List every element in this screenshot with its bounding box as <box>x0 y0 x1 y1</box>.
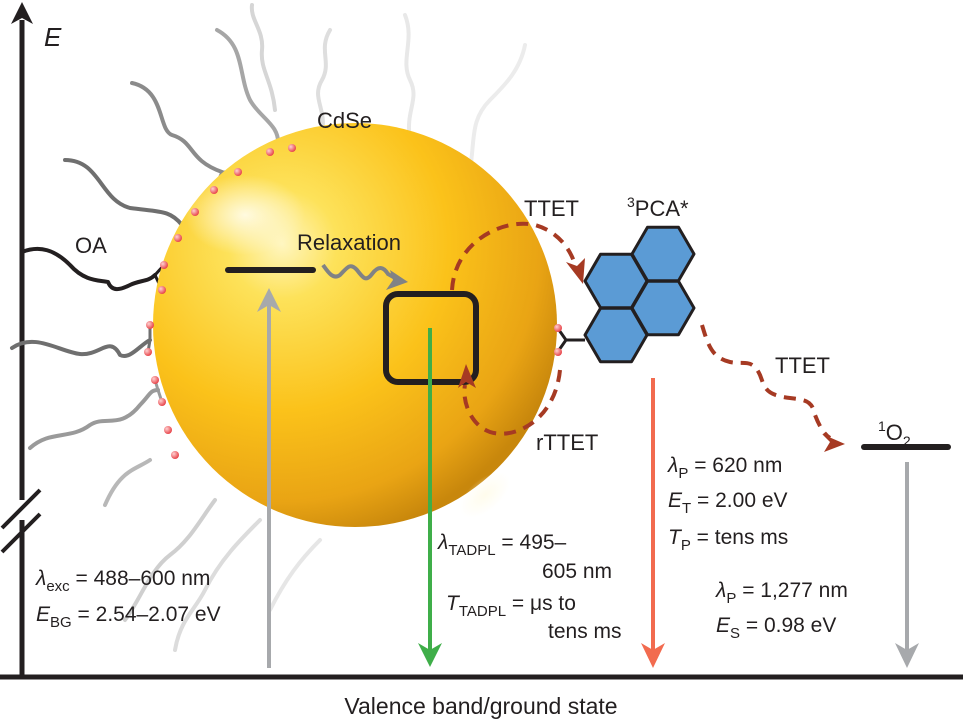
singlet-energy-label: ES = 0.98 eV <box>716 614 836 642</box>
ttet-forward-arrowhead <box>566 258 585 284</box>
ligand-oxygen-bead <box>171 451 179 459</box>
tadpl-wavelength-label: λTADPL = 495– <box>437 531 567 559</box>
ttet-forward-dashed-arrow <box>450 221 578 291</box>
oa-label: OA <box>75 233 107 258</box>
ttet-oxygen-label: TTET <box>775 353 830 378</box>
ttet-forward-label: TTET <box>524 196 579 221</box>
ligand-oxygen-bead <box>164 426 172 434</box>
excitation-arrowhead <box>257 288 281 312</box>
ligand-oxygen-bead <box>146 321 154 329</box>
ligand-oxygen-bead <box>158 286 166 294</box>
sphere-reflection <box>459 472 511 518</box>
sphere-highlight <box>185 175 305 255</box>
rttet-dashed-arrow <box>462 369 562 436</box>
ligand-chain-faded <box>123 498 217 622</box>
tadpl-arrowhead <box>418 643 442 667</box>
ligand-chain-faded <box>468 43 527 172</box>
ligand-oxygen-bead <box>174 234 182 242</box>
ligand-oxygen-bead <box>266 148 274 156</box>
tadpl-lifetime-label: TTADPL = μs to <box>446 592 576 620</box>
ground-state-label: Valence band/ground state <box>344 693 617 719</box>
ligand-oxygen-bead <box>158 398 166 406</box>
tadpl-wavelength-label-cont: 605 nm <box>542 560 612 583</box>
ligand-chain <box>215 28 281 147</box>
ligand-oxygen-bead <box>160 261 168 269</box>
ligand-chain-faded <box>173 518 262 652</box>
ttet-oxygen-arrowhead <box>822 434 845 452</box>
ligand-oxygen-beads <box>144 144 296 459</box>
rttet-arrowhead <box>458 364 476 388</box>
axis-break-mark <box>0 512 42 554</box>
pca-hexagon-ring <box>630 225 696 283</box>
phosphorescence-lifetime-label: TP = tens ms <box>668 526 788 554</box>
ligand-oxygen-bead <box>288 144 296 152</box>
ligand-chain <box>28 388 160 450</box>
energy-axis-arrowhead <box>11 2 33 24</box>
pca-hexagon-ring <box>583 306 649 364</box>
ligand-oxygen-bead <box>191 208 199 216</box>
phosphorescence-wavelength-label: λP = 620 nm <box>667 454 782 482</box>
ligand-oxygen-bead <box>234 168 242 176</box>
rttet-label: rTTET <box>536 430 598 455</box>
ligand-chain <box>10 338 152 358</box>
anchor-oxygen <box>554 348 562 356</box>
pca-anchor <box>557 329 585 351</box>
tadpl-lifetime-label-cont: tens ms <box>548 620 622 643</box>
ligand-chain <box>130 81 224 174</box>
excitation-wavelength-label: λexc = 488–600 nm <box>35 567 210 595</box>
relaxation-label: Relaxation <box>297 230 401 255</box>
relaxation-arrowhead <box>386 270 408 290</box>
singlet-oxygen-wavelength-label: λP = 1,277 nm <box>715 579 848 607</box>
ligand-chain <box>103 458 152 507</box>
oa-ligand-chain <box>20 246 157 292</box>
singlet-oxygen-label: 1O2 <box>878 418 911 449</box>
ligand-chain-faded <box>249 3 277 112</box>
axis-break-mark <box>0 488 42 530</box>
ligand-oxygen-bead <box>144 348 152 356</box>
relaxation-wavy-arrow <box>321 263 398 281</box>
singlet-oxygen-arrowhead <box>895 643 919 668</box>
ligand-chain <box>63 158 184 227</box>
bandgap-energy-label: EBG = 2.54–2.07 eV <box>36 603 221 631</box>
ligand-chain-faded <box>403 13 416 142</box>
pca-molecule <box>583 225 696 364</box>
anchor-oxygen <box>554 324 562 332</box>
triplet-energy-label: ET = 2.00 eV <box>668 489 788 517</box>
background-ligands <box>123 3 527 652</box>
ligand-chain-faded <box>268 538 322 612</box>
ligand-oxygen-bead <box>151 376 159 384</box>
pca-label: 3PCA* <box>627 194 689 221</box>
ligand-oxygen-bead <box>210 186 218 194</box>
ttet-oxygen-dashed-arrow <box>700 324 832 440</box>
energy-axis-label: E <box>44 22 62 52</box>
cdse-label: CdSe <box>317 108 372 133</box>
ligand-chain-faded <box>316 28 332 142</box>
phosphorescence-arrowhead <box>641 643 665 668</box>
